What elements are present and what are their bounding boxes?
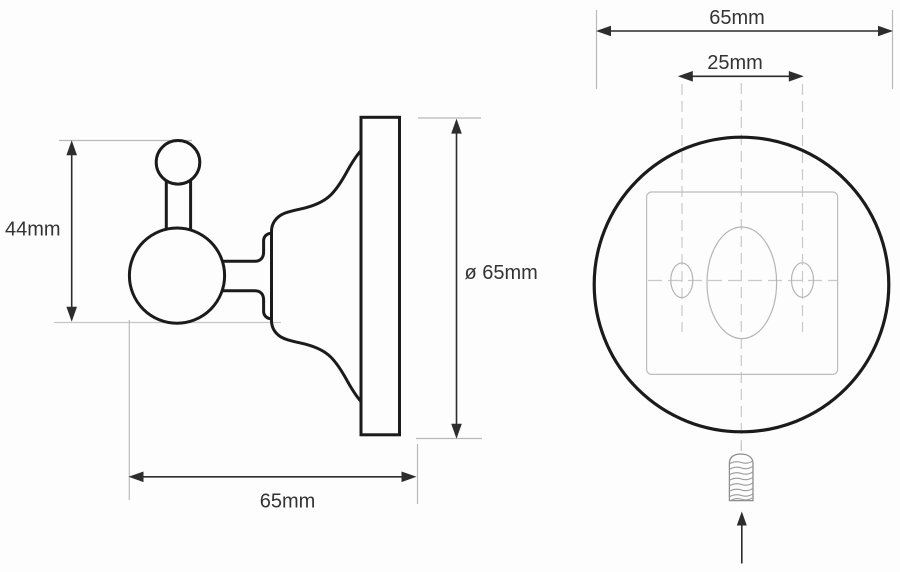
svg-text:65mm: 65mm — [709, 7, 765, 29]
svg-text:ø 65mm: ø 65mm — [465, 262, 538, 284]
svg-text:25mm: 25mm — [707, 52, 763, 74]
svg-text:65mm: 65mm — [260, 491, 316, 513]
svg-text:44mm: 44mm — [5, 219, 61, 241]
